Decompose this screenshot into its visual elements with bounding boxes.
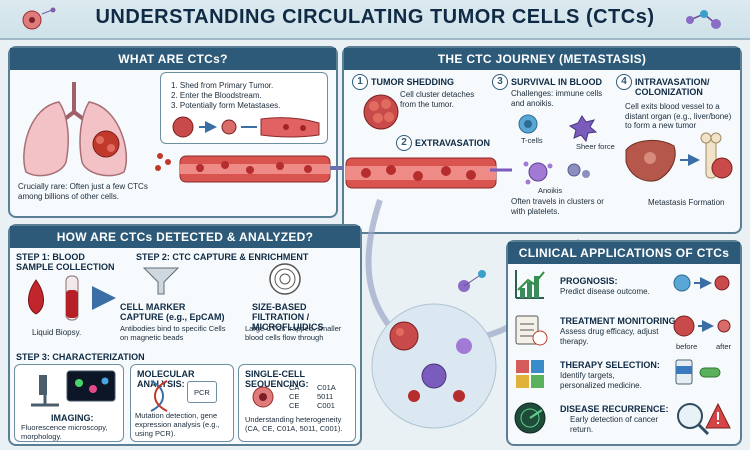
liver-bone-icon (625, 132, 733, 182)
title-bar: UNDERSTANDING CIRCULATING TUMOR CELLS (C… (0, 0, 750, 40)
journey-vessel-illustration (345, 157, 497, 189)
marker-capture-text: Antibodies bind to specific Cells on mag… (120, 324, 226, 342)
seq-right-1: C01A (317, 383, 336, 392)
shear-force-label: Sheer force (576, 142, 615, 151)
monitoring-text: Assess drug efficacy, adjust therapy. (560, 327, 659, 346)
journey-step-4-number: 4 (616, 74, 632, 90)
step-1-title: STEP 1: BLOOD SAMPLE COLLECTION (16, 252, 115, 272)
single-cell-title: SINGLE-CELL SEQUENCING: (245, 369, 309, 389)
funnel-icon (142, 267, 180, 295)
seq-right-3: C001 (317, 401, 335, 410)
molecular-text: Mutation detection, gene expression anal… (135, 411, 220, 438)
survival-text: Challenges: immune cells and anoikis. (511, 89, 603, 108)
tumor-shedding-title: TUMOR SHEDDING (371, 77, 454, 87)
page-title: UNDERSTANDING CIRCULATING TUMOR CELLS (C… (95, 6, 655, 28)
seq-left-2: CE (289, 392, 300, 401)
ctc-definition-box: 1. Shed from Primary Tumor. 2. Enter the… (160, 72, 328, 144)
before-after-icon (673, 315, 731, 337)
step-3-title: STEP 3: CHARACTERIZATION (16, 352, 145, 362)
imaging-box: IMAGING: Fluorescence microscopy, morpho… (14, 364, 124, 442)
imaging-text: Fluorescence microscopy, morphology. (21, 423, 108, 441)
detection-title: HOW ARE CTCs DETECTED & ANALYZED? (10, 226, 360, 248)
tumor-cluster-icon (363, 94, 399, 130)
molecule-icon (686, 10, 721, 29)
step-arrow-1 (92, 286, 116, 310)
imaging-title: IMAGING: (51, 413, 94, 423)
pcr-device: PCR (187, 381, 217, 403)
selection-title: THERAPY SELECTION: (560, 360, 660, 370)
anoikis-label: Anoikis (538, 186, 563, 195)
microscope-icon (31, 375, 59, 407)
journey-step-1-number: 1 (352, 74, 368, 90)
seq-left-3: CE (289, 401, 300, 410)
lungs-icon (23, 82, 128, 177)
clipboard-icon (515, 315, 548, 346)
tumor-to-vessel-illustration (172, 116, 320, 138)
liquid-biopsy-label: Liquid Biopsy. (32, 328, 82, 337)
size-filtration-title: SIZE-BASED FILTRATION / MICROFLUIDICS (252, 302, 324, 332)
medicine-icon (675, 359, 721, 385)
molecular-analysis-box: MOLECULAR ANALYSIS: PCR Mutation detecti… (130, 364, 234, 442)
single-cell-icon (252, 386, 274, 408)
seq-left-1: CA (289, 383, 300, 392)
what-are-ctcs-title: WHAT ARE CTCs? (10, 48, 336, 70)
journey-step-2-number: 2 (396, 135, 412, 151)
before-label: before (676, 342, 698, 351)
selection-text: Identify targets, personalized medicine. (560, 371, 642, 390)
ctc-cluster-illustration (371, 270, 497, 429)
pcr-label: PCR (194, 388, 210, 397)
rarity-note: Crucially rare: Often just a few CTCs am… (18, 182, 148, 201)
colonization-title: INTRAVASATION/ COLONIZATION (635, 77, 710, 97)
metastasis-formation-label: Metastasis Formation (648, 198, 725, 207)
ctc-journey-panel: THE CTC JOURNEY (METASTASIS) (342, 46, 742, 234)
marker-capture-title: CELL MARKER CAPTURE (e.g., EpCAM) (120, 302, 225, 322)
filter-icon (269, 263, 301, 295)
blood-tube-icon (28, 275, 79, 321)
tumor-shedding-text: Cell cluster detaches from the tumor. (400, 90, 475, 109)
fluorescence-screen-icon (66, 370, 116, 402)
t-cells-label: T-cells (521, 136, 543, 145)
definition-step-2: 2. Enter the Bloodstream. (171, 91, 262, 100)
monitoring-title: TREATMENT MONITORING: (560, 316, 679, 326)
survival-title: SURVIVAL IN BLOOD (511, 77, 603, 87)
after-label: after (716, 342, 732, 351)
prognosis-text: Predict disease outcome. (560, 287, 650, 296)
ctc-journey-title: THE CTC JOURNEY (METASTASIS) (344, 48, 740, 70)
radar-icon (514, 402, 546, 434)
definition-step-3: 3. Potentially form Metastases. (171, 101, 281, 110)
single-cell-box: SINGLE-CELL SEQUENCING: CA CE CE C01A 50… (238, 364, 356, 442)
prognosis-cells-icon (673, 274, 730, 292)
puzzle-icon (516, 360, 544, 388)
size-filtration-text: Large CTCs trapped, smaller blood cells … (245, 324, 342, 342)
travel-note: Often travels in clusters or with platel… (511, 197, 604, 216)
clinical-title: CLINICAL APPLICATIONS OF CTCs (508, 242, 740, 264)
prognosis-title: PROGNOSIS: (560, 276, 618, 286)
colonization-text: Cell exits blood vessel to a distant org… (625, 102, 732, 130)
seq-right-2: 5011 (317, 392, 334, 401)
step-2-title: STEP 2: CTC CAPTURE & ENRICHMENT (136, 252, 309, 262)
dna-icon (150, 380, 168, 412)
single-cell-text: Understanding heterogeneity (CA, CE, C01… (245, 415, 343, 433)
warning-magnifier-icon (677, 402, 731, 436)
journey-step-3-number: 3 (492, 74, 508, 90)
recurrence-text: Early detection of cancer return. (570, 415, 659, 434)
definition-step-1: 1. Shed from Primary Tumor. (171, 81, 274, 90)
extravasation-title: EXTRAVASATION (415, 138, 491, 148)
chart-up-icon (515, 270, 545, 299)
cell-icon (22, 7, 56, 30)
recurrence-title: DISEASE RECURRENCE: (560, 404, 669, 414)
immune-cells-icon (518, 114, 598, 185)
